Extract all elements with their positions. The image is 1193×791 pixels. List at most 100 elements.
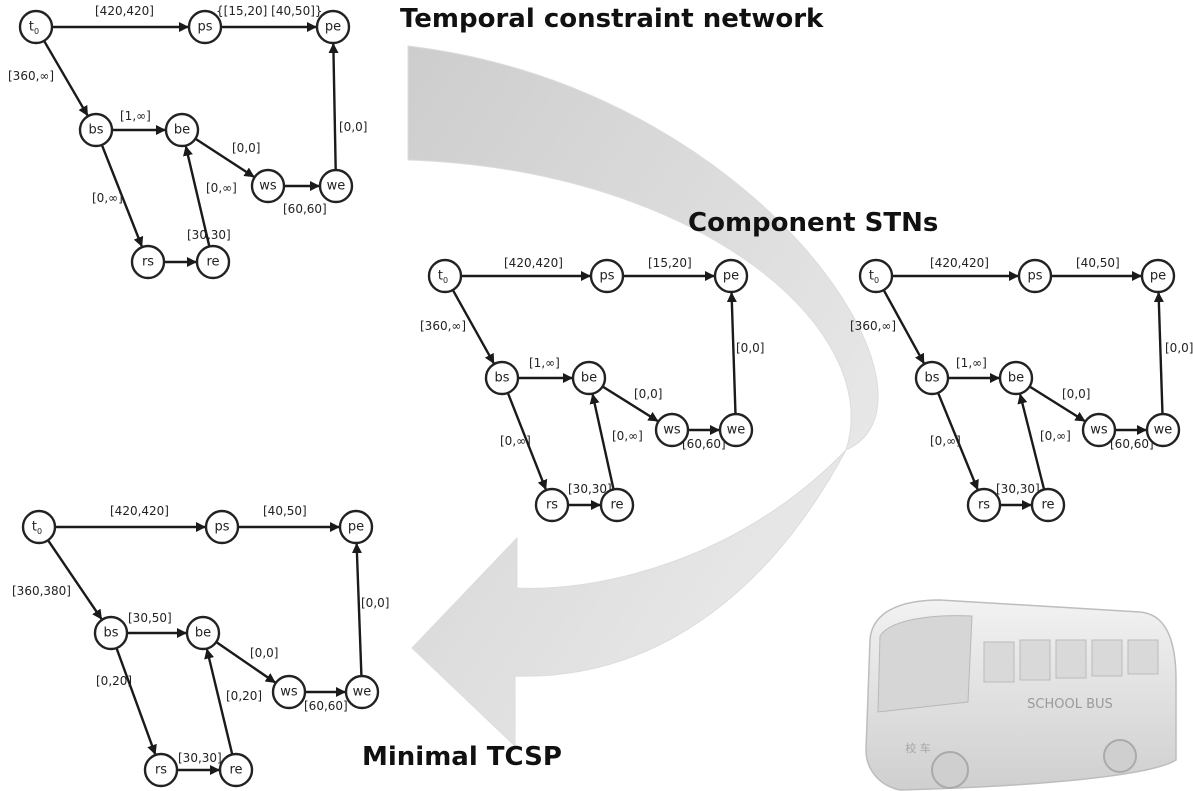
edge-t0-bs bbox=[46, 539, 103, 620]
node-t0: t0 bbox=[427, 258, 463, 294]
node-be: be bbox=[571, 360, 607, 396]
edge-t0-bs bbox=[451, 289, 495, 365]
node-label-be: be bbox=[174, 123, 190, 138]
node-label-ws: ws bbox=[259, 179, 277, 194]
edge-label-ws-we: [60,60] bbox=[304, 699, 348, 713]
node-ps: ps bbox=[589, 258, 625, 294]
edge-we-pe bbox=[328, 42, 339, 171]
node-bs: bs bbox=[484, 360, 520, 396]
node-rs: rs bbox=[534, 487, 570, 523]
node-label-re: re bbox=[1041, 498, 1054, 513]
edge-label-we-pe: [0,0] bbox=[339, 120, 367, 134]
graphs-layer: [420,420] {[15,20] [40,50]} [360,∞] [1,∞] [0… bbox=[8, 4, 1193, 788]
school-bus-illustration: SCHOOL BUS 校 车 bbox=[865, 599, 1177, 791]
node-label-rs: rs bbox=[546, 498, 558, 513]
edge-re-be bbox=[589, 393, 615, 490]
node-ws: ws bbox=[271, 674, 307, 710]
edge-label-t0-ps: [420,420] bbox=[930, 256, 989, 270]
edge-be-ws bbox=[601, 385, 659, 422]
edge-label-t0-ps: [420,420] bbox=[504, 256, 563, 270]
node-label-bs: bs bbox=[88, 123, 103, 138]
edge-label-ps-pe: [40,50] bbox=[263, 504, 307, 518]
node-label-ws: ws bbox=[663, 423, 681, 438]
edge-label-t0-ps: [420,420] bbox=[110, 504, 169, 518]
node-ws: ws bbox=[250, 168, 286, 204]
edge-label-rs-re: [30,30] bbox=[187, 228, 231, 242]
edge-label-ws-we: [60,60] bbox=[1110, 437, 1154, 451]
heading-temporal-constraint-network: Temporal constraint network bbox=[400, 4, 824, 34]
edge-re-be bbox=[204, 648, 234, 755]
node-label-we: we bbox=[727, 423, 746, 438]
node-label-ps: ps bbox=[214, 520, 229, 535]
node-label-ws: ws bbox=[280, 685, 298, 700]
heading-minimal-tcsp: Minimal TCSP bbox=[362, 742, 562, 772]
node-bs: bs bbox=[78, 112, 114, 148]
node-rs: rs bbox=[966, 487, 1002, 523]
node-we: we bbox=[344, 674, 380, 710]
edge-be-ws bbox=[1028, 385, 1086, 422]
edge-label-rs-re: [30,30] bbox=[178, 751, 222, 765]
node-we: we bbox=[1145, 412, 1181, 448]
edge-label-t0-bs: [360,380] bbox=[12, 584, 71, 598]
node-label-pe: pe bbox=[1150, 269, 1166, 284]
edge-re-be bbox=[183, 145, 211, 247]
node-pe: pe bbox=[713, 258, 749, 294]
edge-be-ws bbox=[215, 641, 276, 684]
edge-re-be bbox=[1017, 393, 1046, 490]
edge-label-rs-re: [30,30] bbox=[568, 482, 612, 496]
edge-bs-rs bbox=[506, 392, 548, 491]
node-label-we: we bbox=[1154, 423, 1173, 438]
node-label-bs: bs bbox=[103, 626, 118, 641]
node-re: re bbox=[218, 752, 254, 788]
edge-label-re-be: [0,∞] bbox=[612, 429, 643, 443]
node-ps: ps bbox=[1017, 258, 1053, 294]
edge-label-ws-we: [60,60] bbox=[283, 202, 327, 216]
node-label-ps: ps bbox=[599, 269, 614, 284]
edge-label-ps-pe: [15,20] bbox=[648, 256, 692, 270]
node-label-pe: pe bbox=[325, 20, 341, 35]
edge-label-re-be: [0,20] bbox=[226, 689, 262, 703]
edge-label-re-be: [0,∞] bbox=[206, 181, 237, 195]
node-label-re: re bbox=[610, 498, 623, 513]
node-be: be bbox=[164, 112, 200, 148]
minimal-tcsp: [420,420] [40,50] [360,380] [30,50] [0,0] [60… bbox=[12, 504, 389, 788]
node-label-bs: bs bbox=[494, 371, 509, 386]
node-re: re bbox=[599, 487, 635, 523]
edge-label-t0-bs: [360,∞] bbox=[420, 319, 466, 333]
node-bs: bs bbox=[914, 360, 950, 396]
edge-label-be-ws: [0,0] bbox=[1062, 387, 1090, 401]
node-rs: rs bbox=[143, 752, 179, 788]
curved-arrow-graphic bbox=[407, 45, 879, 748]
node-label-ps: ps bbox=[1027, 269, 1042, 284]
edge-label-bs-be: [30,50] bbox=[128, 611, 172, 625]
node-label-we: we bbox=[353, 685, 372, 700]
node-be: be bbox=[185, 615, 221, 651]
node-label-ps: ps bbox=[197, 20, 212, 35]
edge-label-ps-pe: {[15,20] [40,50]} bbox=[216, 4, 323, 18]
node-pe: pe bbox=[338, 509, 374, 545]
node-ps: ps bbox=[204, 509, 240, 545]
node-label-t0: t0 bbox=[29, 20, 39, 36]
edge-t0-bs bbox=[43, 40, 89, 117]
edge-label-bs-be: [1,∞] bbox=[529, 356, 560, 370]
edge-be-ws bbox=[194, 137, 255, 178]
node-label-pe: pe bbox=[348, 520, 364, 535]
bus-text: SCHOOL BUS bbox=[1027, 697, 1113, 712]
node-re: re bbox=[195, 244, 231, 280]
node-label-be: be bbox=[1008, 371, 1024, 386]
node-ps: ps bbox=[187, 9, 223, 45]
edge-label-be-ws: [0,0] bbox=[250, 646, 278, 660]
component-stn-2: [420,420][40,50][360,∞][1,∞][0,0][60,60]… bbox=[850, 256, 1193, 523]
node-t0: t0 bbox=[18, 9, 54, 45]
edge-label-ws-we: [60,60] bbox=[682, 437, 726, 451]
edge-bs-rs bbox=[100, 144, 144, 248]
node-label-ws: ws bbox=[1090, 423, 1108, 438]
edge-we-pe bbox=[726, 291, 737, 415]
edge-bs-rs bbox=[115, 647, 157, 755]
node-ws: ws bbox=[1081, 412, 1117, 448]
edge-t0-bs bbox=[882, 289, 925, 364]
edge-label-be-ws: [0,0] bbox=[232, 141, 260, 155]
node-label-rs: rs bbox=[142, 255, 154, 270]
node-label-bs: bs bbox=[924, 371, 939, 386]
